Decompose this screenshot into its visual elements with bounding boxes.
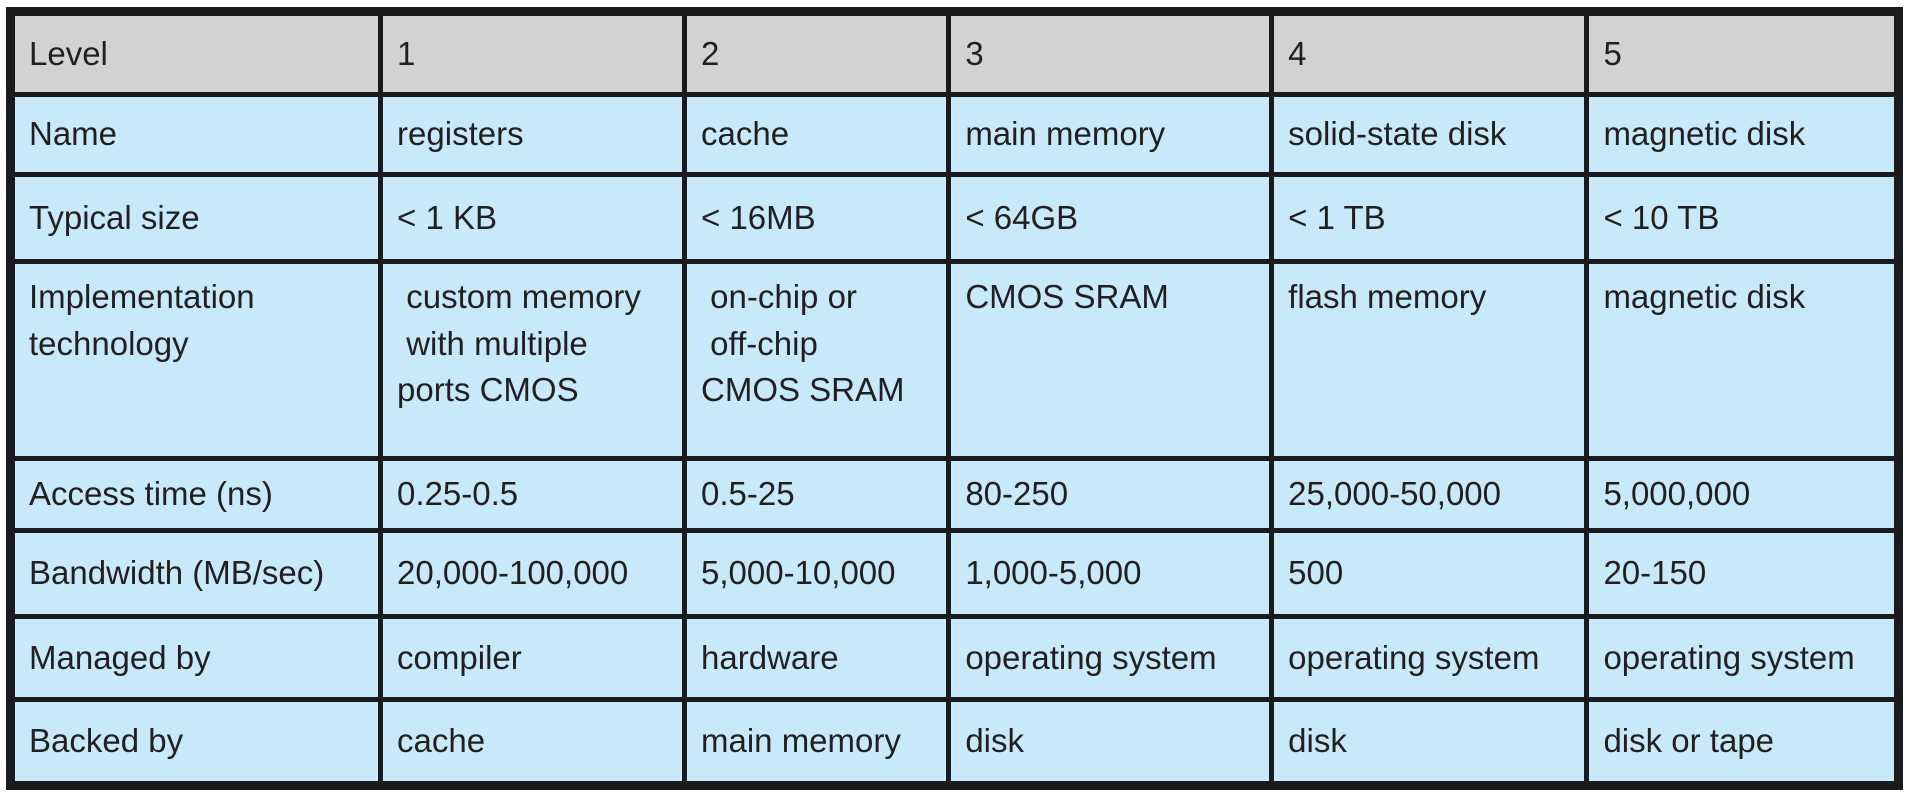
cell-backed-2: main memory (681, 696, 952, 789)
cell-name-2: cache (681, 91, 952, 178)
row-label-backed-by: Backed by (7, 696, 384, 789)
cell-impl-4: flash memory (1269, 258, 1590, 461)
header-cell-3: 3 (946, 9, 1275, 97)
cell-name-5: magnetic disk (1584, 91, 1901, 178)
row-access-time: Access time (ns) 0.25-0.5 0.5-25 80-250 … (7, 455, 1901, 533)
cell-managed-3: operating system (946, 614, 1275, 702)
header-cell-4: 4 (1269, 9, 1590, 97)
cell-size-1: < 1 KB (378, 172, 687, 264)
row-label-typical-size: Typical size (7, 172, 384, 264)
cell-backed-1: cache (378, 696, 687, 789)
row-label-access-time: Access time (ns) (7, 455, 384, 533)
header-row: Level 1 2 3 4 5 (7, 9, 1901, 97)
cell-size-2: < 16MB (681, 172, 952, 264)
cell-size-4: < 1 TB (1269, 172, 1590, 264)
row-name: Name registers cache main memory solid-s… (7, 91, 1901, 178)
cell-access-5: 5,000,000 (1584, 455, 1901, 533)
cell-backed-4: disk (1269, 696, 1590, 789)
header-cell-5: 5 (1584, 9, 1901, 97)
cell-name-4: solid-state disk (1269, 91, 1590, 178)
cell-impl-2: on-chip or off-chip CMOS SRAM (681, 258, 952, 461)
row-label-name: Name (7, 91, 384, 178)
cell-name-3: main memory (946, 91, 1275, 178)
cell-backed-3: disk (946, 696, 1275, 789)
row-label-managed-by: Managed by (7, 614, 384, 702)
cell-impl-5: magnetic disk (1584, 258, 1901, 461)
cell-name-1: registers (378, 91, 687, 178)
cell-bw-4: 500 (1269, 527, 1590, 620)
row-typical-size: Typical size < 1 KB < 16MB < 64GB < 1 TB… (7, 172, 1901, 264)
row-label-bandwidth: Bandwidth (MB/sec) (7, 527, 384, 620)
cell-access-1: 0.25-0.5 (378, 455, 687, 533)
cell-size-5: < 10 TB (1584, 172, 1901, 264)
cell-backed-5: disk or tape (1584, 696, 1901, 789)
row-backed-by: Backed by cache main memory disk disk di… (7, 696, 1901, 789)
cell-bw-2: 5,000-10,000 (681, 527, 952, 620)
cell-bw-5: 20-150 (1584, 527, 1901, 620)
row-managed-by: Managed by compiler hardware operating s… (7, 614, 1901, 702)
cell-impl-1: custom memory with multiple ports CMOS (378, 258, 687, 461)
cell-access-2: 0.5-25 (681, 455, 952, 533)
cell-bw-3: 1,000-5,000 (946, 527, 1275, 620)
cell-access-4: 25,000-50,000 (1269, 455, 1590, 533)
header-cell-2: 2 (681, 9, 952, 97)
cell-managed-4: operating system (1269, 614, 1590, 702)
cell-size-3: < 64GB (946, 172, 1275, 264)
cell-managed-1: compiler (378, 614, 687, 702)
row-bandwidth: Bandwidth (MB/sec) 20,000-100,000 5,000-… (7, 527, 1901, 620)
row-label-implementation-technology: Implementation technology (7, 258, 384, 461)
header-cell-1: 1 (378, 9, 687, 97)
cell-managed-2: hardware (681, 614, 952, 702)
cell-managed-5: operating system (1584, 614, 1901, 702)
cell-bw-1: 20,000-100,000 (378, 527, 687, 620)
row-implementation-technology: Implementation technology custom memory … (7, 258, 1901, 461)
storage-hierarchy-table: Level 1 2 3 4 5 Name registers cache mai… (6, 7, 1903, 790)
cell-access-3: 80-250 (946, 455, 1275, 533)
cell-impl-3: CMOS SRAM (946, 258, 1275, 461)
header-cell-level: Level (7, 9, 384, 97)
